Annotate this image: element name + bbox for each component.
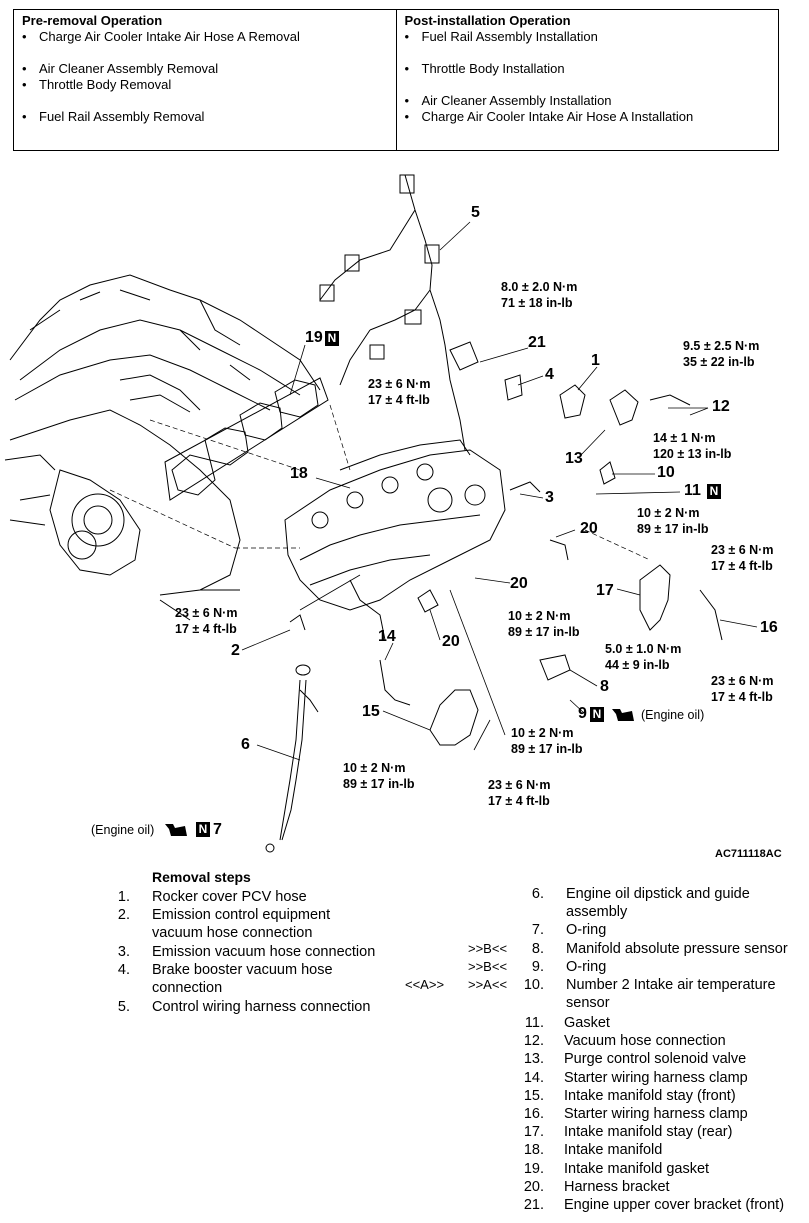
callout-1: 1 [591,352,600,369]
callout-12: 12 [712,398,730,415]
callout-3: 3 [545,489,554,506]
pre-removal-title: Pre-removal Operation [22,13,163,28]
oil-can-icon [612,709,634,721]
pre-removal-item: Fuel Rail Assembly Removal [22,109,388,125]
callout-5: 5 [471,204,480,221]
callout-18: 18 [290,465,308,482]
new-part-icon: N [196,822,210,837]
post-installation-item: Throttle Body Installation [405,61,771,77]
intake-manifold-stay-front [429,689,479,746]
intake-manifold-stay-rear [639,564,671,631]
callout-11: 11 [684,482,701,499]
service-mark-b: >>B<< [468,941,508,956]
callout-10: 10 [657,464,675,481]
engine-drawing [4,174,723,853]
callout-20: 20 [510,575,528,592]
callout-15: 15 [362,703,380,720]
callout-16: 16 [760,619,778,636]
control-wiring-harness [319,174,466,451]
map-sensor [539,654,571,681]
post-installation-column: Post-installation Operation Fuel Rail As… [395,10,779,150]
oil-can-icon [165,824,187,836]
figure-code: AC711118AC [715,848,782,860]
intake-manifold-gasket [164,377,329,501]
pre-removal-item: Air Cleaner Assembly Removal [22,61,388,77]
service-mark-a-removal: >>A<< [468,977,508,992]
exploded-view-diagram [4,174,758,853]
service-mark-b: >>B<< [468,959,508,974]
callout-2: 2 [231,642,240,659]
post-installation-item: Air Cleaner Assembly Installation [405,93,771,109]
engine-oil-note: (Engine oil) [641,708,705,722]
purge-control-solenoid-valve [609,389,639,426]
callout-7: 7 [213,821,222,838]
callout-9: 9 [578,705,587,722]
callout-13: 13 [565,450,583,467]
callout-19: 19 [305,329,323,346]
service-mark-a-install: <<A>> [405,977,445,992]
new-part-icon: N [590,707,604,722]
post-installation-title: Post-installation Operation [404,13,571,28]
callout-17: 17 [596,582,614,599]
post-installation-item: Fuel Rail Assembly Installation [405,29,771,45]
engine-oil-dipstick [265,664,319,853]
callout-14: 14 [378,628,396,645]
post-installation-item: Charge Air Cooler Intake Air Hose A Inst… [405,109,771,125]
operations-table: Pre-removal Operation Charge Air Cooler … [13,9,779,151]
callout-20: 20 [442,633,460,650]
pre-removal-column: Pre-removal Operation Charge Air Cooler … [14,10,396,150]
intake-manifold [284,439,506,641]
engine-oil-note: (Engine oil) [91,823,155,837]
callout-6: 6 [241,736,250,753]
callout-21: 21 [528,334,546,351]
alignment-lines [109,404,651,561]
new-part-icon: N [325,331,339,346]
pre-removal-item: Throttle Body Removal [22,77,388,93]
callout-20: 20 [580,520,598,537]
callout-8: 8 [600,678,609,695]
leader-lines [241,221,758,761]
pre-removal-item: Charge Air Cooler Intake Air Hose A Remo… [22,29,388,45]
new-part-icon: N [707,484,721,499]
callout-4: 4 [545,366,554,383]
removal-steps-title: Removal steps [152,869,251,885]
